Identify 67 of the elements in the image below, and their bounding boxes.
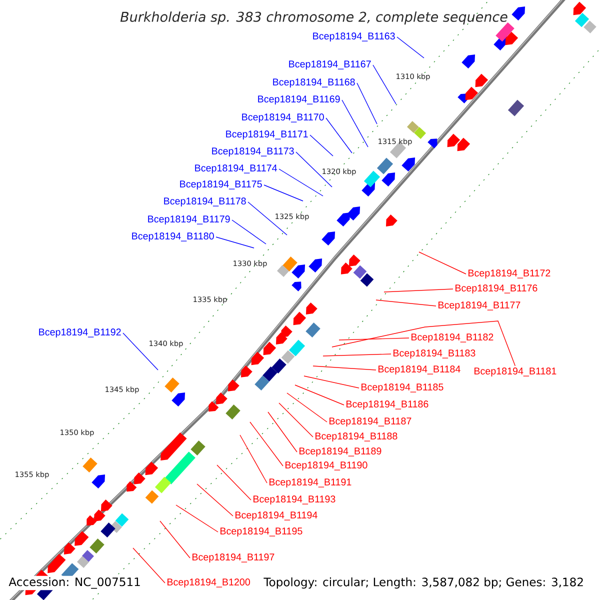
leader-line (240, 434, 268, 484)
leader-line (286, 392, 328, 422)
leader-line (376, 300, 436, 306)
leader-line (268, 412, 298, 452)
gene-label: Bcep18194_B1181 (474, 368, 556, 376)
leader-line (278, 402, 314, 438)
gene-label: Bcep18194_B1168 (273, 78, 355, 88)
gene-label: Bcep18194_B1176 (456, 284, 538, 294)
accession-label: Accession: NC_007511 (7, 576, 142, 590)
leader-line (122, 332, 158, 370)
leader-line (264, 184, 304, 202)
leader-line (372, 64, 396, 104)
leader-line (248, 202, 288, 236)
gene-label: Bcep18194_B1174 (195, 164, 277, 174)
gene-label: Bcep18194_B1192 (39, 328, 121, 338)
leader-line (296, 152, 332, 188)
leader-line (304, 376, 360, 388)
gene-label: Bcep18194_B1200 (168, 578, 250, 588)
leader-line (332, 320, 516, 366)
gene-label: Bcep18194_B1186 (346, 400, 428, 410)
gene-label: Bcep18194_B1173 (212, 148, 294, 156)
gene-label: Bcep18194_B1177 (438, 302, 520, 310)
leader-line (216, 464, 252, 500)
gene-label: Bcep18194_B1197 (192, 554, 274, 562)
gene-label: Bcep18194_B1167 (289, 60, 371, 70)
gene-label: Bcep18194_B1187 (330, 418, 412, 426)
leader-line (338, 338, 410, 340)
gene-label: Bcep18194_B1188 (316, 432, 398, 442)
gene-label: Bcep18194_B1178 (164, 198, 246, 206)
gene-label: Bcep18194_B1163 (313, 32, 395, 42)
gene-label: Bcep18194_B1180 (132, 232, 214, 242)
leader-line (294, 384, 344, 406)
gene-label: Bcep18194_B1190 (286, 462, 368, 470)
title: Burkholderia sp. 383 chromosome 2, complete sequence (120, 11, 508, 25)
leader-line (132, 548, 166, 584)
leader-line (312, 366, 376, 370)
leader-line (250, 422, 284, 466)
leader-line (322, 354, 392, 356)
gene-label: Bcep18194_B1191 (270, 478, 352, 488)
leader-line (196, 484, 234, 516)
leader-line (326, 118, 352, 154)
leader-line (232, 220, 266, 244)
gene-label: Bcep18194_B1189 (300, 448, 382, 456)
leader-line (396, 36, 424, 58)
leader-line (216, 236, 254, 248)
leader-line (418, 252, 466, 274)
sequence-info-label: Topology: circular; Length: 3,587,082 bp; Genes: 3,182 (262, 576, 586, 590)
gene-label: Bcep18194_B1169 (258, 96, 340, 104)
leader-line (176, 504, 218, 532)
gene-label: Bcep18194_B1170 (242, 114, 324, 122)
leader-line (384, 288, 454, 292)
gene-label: Bcep18194_B1185 (362, 384, 444, 392)
gene-label: Bcep18194_B1175 (180, 180, 262, 190)
gene-label: Bcep18194_B1183 (394, 350, 476, 358)
gene-label: Bcep18194_B1182 (412, 334, 494, 342)
gene-label: Bcep18194_B1184 (378, 366, 460, 374)
leader-line (310, 134, 334, 156)
gene-label: Bcep18194_B1172 (468, 270, 550, 278)
gene-label: Bcep18194_B1194 (236, 512, 318, 520)
gene-label: Bcep18194_B1171 (226, 130, 308, 140)
leader-line (160, 520, 190, 558)
leader-line (278, 168, 324, 196)
gene-label: Bcep18194_B1193 (254, 496, 336, 504)
leader-line (356, 82, 378, 124)
leader-line (342, 100, 368, 148)
gene-label: Bcep18194_B1179 (148, 216, 230, 224)
gene-label: Bcep18194_B1195 (220, 528, 302, 536)
